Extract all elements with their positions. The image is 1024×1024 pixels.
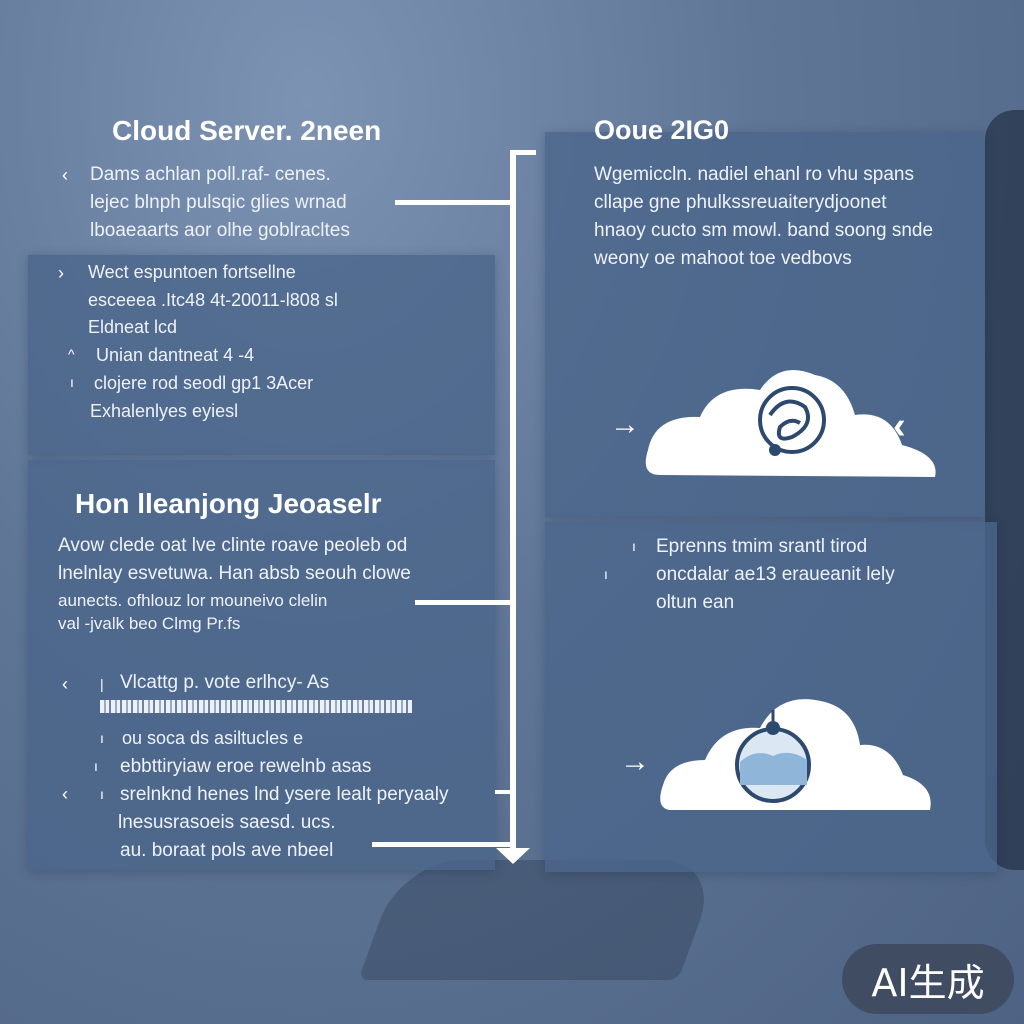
left-mid-line-4: val -jvalk beo Clmg Pr.fs — [58, 614, 241, 633]
redacted-text-strip — [100, 700, 412, 713]
chevron-left-icon: ‹ — [62, 674, 68, 694]
right-top-line-2: cllape gne phulkssreuaiterydjoonet — [594, 192, 887, 213]
bullet-mark-icon: ı — [94, 758, 98, 774]
left-bottom-line-2: ou soca ds asiltucles e — [122, 728, 304, 748]
timeline-connector-bottom — [372, 842, 512, 847]
left-list-line-2: esceeea .Itc48 4t-20011-l808 sl — [88, 290, 338, 310]
left-bottom-line-5: lnesusrasoeis saesd. ucs. — [118, 812, 336, 833]
left-list-line-6: Exhalenlyes eyiesl — [90, 401, 239, 421]
ai-generated-badge: AI生成 — [842, 944, 1014, 1014]
left-top-line-3: lboaeaarts aor olhe goblracltes — [90, 220, 350, 241]
timeline-end-marker — [496, 848, 530, 864]
timeline-top-cap — [510, 150, 536, 155]
right-top-line-4: weony oe mahoot toe vedbovs — [594, 248, 852, 269]
right-top-title: Ooue 2IG0 — [594, 115, 730, 145]
bullet-mark-icon: ı — [604, 566, 608, 582]
left-mid-line-1: Avow clede oat lve clinte roave peoleb o… — [58, 535, 408, 556]
left-list-line-3: Eldneat lcd — [88, 317, 178, 337]
right-bottom-line-2: oncdalar ae13 eraueanit lely — [656, 564, 895, 585]
left-list-line-5: clojere rod seodl gp1 3Acer — [94, 373, 314, 393]
background-desk — [358, 860, 722, 980]
left-list-panel — [28, 255, 495, 455]
left-mid-line-3: aunects. ofhlouz lor mouneivo clelin — [58, 591, 328, 610]
left-bottom-line-6: au. boraat pols ave nbeel — [120, 840, 334, 861]
bullet-bar-icon: | — [100, 676, 104, 692]
timeline-connector-mid — [415, 600, 515, 605]
left-mid-title: Hon lleanjong Jeoaselr — [75, 488, 382, 519]
timeline-connector-top — [395, 200, 515, 205]
right-bottom-line-3: oltun ean — [656, 592, 735, 613]
bullet-mark-icon: ı — [100, 786, 104, 802]
timeline-connector-right — [495, 790, 515, 794]
right-top-line-1: Wgemiccln. nadiel ehanl ro vhu spans — [594, 164, 915, 185]
bullet-mark-icon: ı — [100, 730, 104, 746]
arrow-right-icon: → — [620, 745, 650, 778]
chevron-left-icon: ‹ — [893, 405, 906, 447]
left-list-line-4: Unian dantneat 4 -4 — [96, 345, 255, 365]
left-bottom-line-1: Vlcattg p. vote erlhcy- As — [120, 672, 330, 693]
bullet-mark-icon: ı — [70, 374, 74, 390]
right-bottom-panel — [545, 522, 997, 872]
left-bottom-line-4: srelnknd henes lnd ysere lealt peryaaly — [120, 784, 449, 805]
chevron-right-icon: › — [58, 263, 64, 283]
arrow-right-icon: → — [610, 408, 640, 441]
right-bottom-line-1: Eprenns tmim srantl tirod — [656, 536, 868, 557]
timeline-spine — [510, 150, 516, 860]
chevron-left-icon: ‹ — [62, 784, 68, 804]
left-mid-line-2: lnelnlay esvetuwa. Han absb seouh clowe — [58, 563, 411, 584]
cloud-with-scene-icon — [660, 699, 931, 810]
left-top-line-2: lejec blnph pulsqic glies wrnad — [90, 192, 347, 213]
chevron-left-icon: ‹ — [62, 165, 68, 185]
caret-up-icon: ^ — [68, 346, 75, 362]
left-bottom-line-3: ebbttiryiaw eroe rewelnb asas — [120, 756, 372, 777]
left-bottom-panel — [28, 460, 495, 870]
left-list-line-1: Wect espuntoen fortsellne — [88, 262, 296, 282]
left-top-line-1: Dams achlan poll.raf- cenes. — [90, 164, 331, 185]
left-top-title: Cloud Server. 2neen — [112, 115, 382, 146]
right-top-line-3: hnaoy cucto sm mowl. band soong snde — [594, 220, 934, 241]
cloud-with-swirl-icon — [645, 370, 936, 477]
bullet-mark-icon: ı — [632, 538, 636, 554]
